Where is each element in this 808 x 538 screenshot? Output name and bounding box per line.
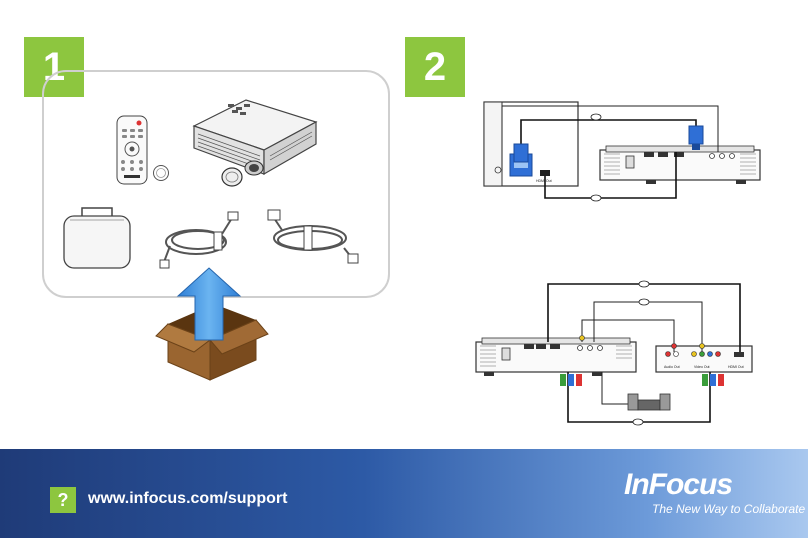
- footer-banner: [0, 449, 808, 538]
- step-2-badge: 2: [405, 37, 465, 97]
- projector-icon: [192, 99, 318, 176]
- lens-cap-icon: [221, 167, 243, 187]
- audio-out-label: Audio Out: [664, 365, 680, 369]
- power-cord-icon: [267, 209, 359, 264]
- media-player-icon: Audio Out Video Out HDMI Out: [655, 345, 753, 373]
- remote-icon: [116, 115, 148, 185]
- carry-case-icon: [63, 207, 131, 269]
- computer-connection-diagram: HDMI Out: [483, 101, 761, 202]
- projector-rear-icon: [599, 145, 761, 184]
- hdmi-cable-icon: [159, 211, 239, 269]
- help-icon[interactable]: ?: [50, 487, 76, 513]
- upload-arrow-icon: [176, 267, 242, 341]
- brand-tagline: The New Way to Collaborate: [652, 502, 806, 516]
- projector-rear-icon-2: [475, 337, 637, 376]
- battery-icon: [153, 165, 169, 181]
- hdmi-out-label: HDMI Out: [728, 365, 744, 369]
- laptop-icon: HDMI Out: [483, 101, 579, 187]
- av-connection-diagram: Audio Out Video Out HDMI Out: [475, 280, 753, 426]
- speaker-icon: [627, 393, 671, 411]
- video-out-label: Video Out: [694, 365, 710, 369]
- support-link[interactable]: www.infocus.com/support: [88, 490, 288, 507]
- brand-logo: InFocus: [624, 468, 733, 501]
- laptop-hdmi-label: HDMI Out: [536, 179, 552, 183]
